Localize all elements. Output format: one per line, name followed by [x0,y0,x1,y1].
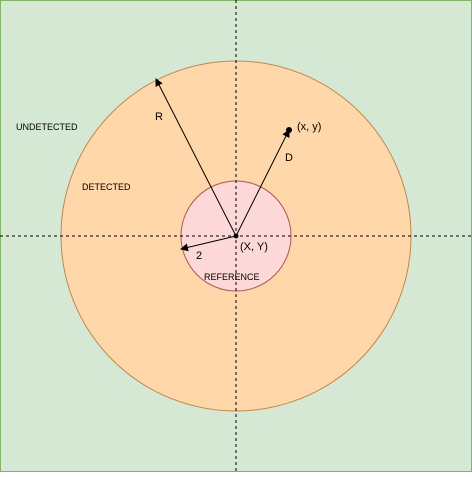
detected-label: DETECTED [82,182,131,192]
radius-r-arrow [155,78,237,237]
target-point-label: (x, y) [297,121,321,133]
center-point-label: (X, Y) [240,241,268,253]
radius-small-arrow [180,235,237,252]
center-point [233,233,239,239]
distance-d-arrow [235,129,290,237]
undetected-label: UNDETECTED [16,122,78,132]
radius-small-label: 2 [196,250,202,262]
radius-r-label: R [155,111,163,123]
target-point [286,127,292,133]
reference-label: REFERENCE [204,272,260,282]
distance-d-label: D [285,152,293,164]
